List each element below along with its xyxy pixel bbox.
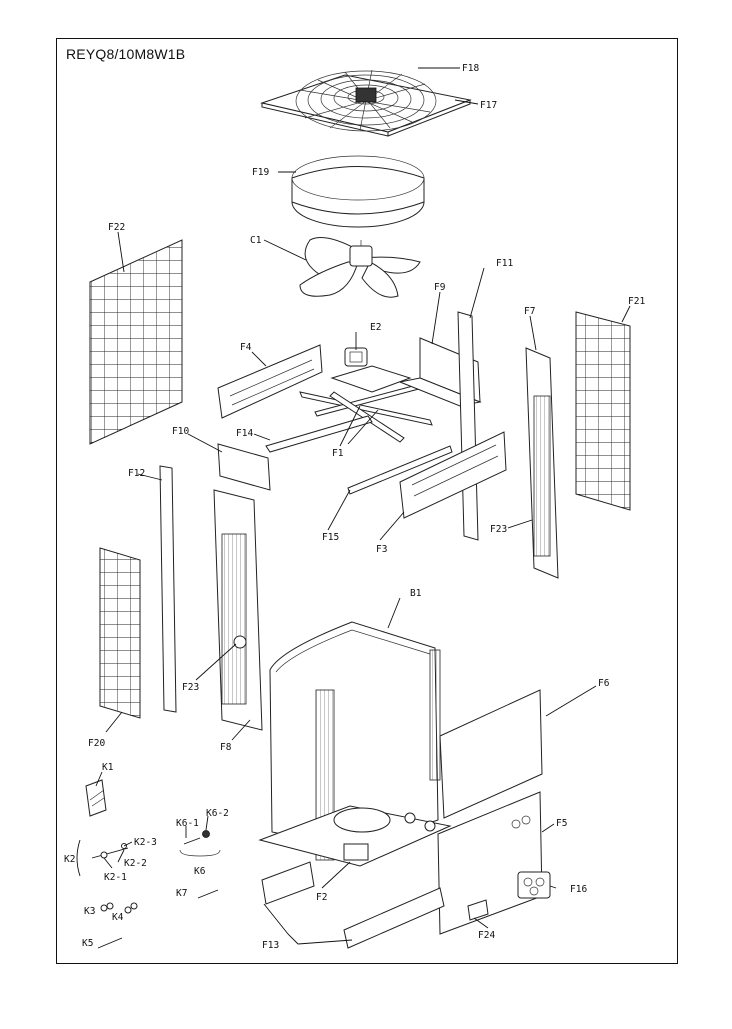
- label-f11: F11: [496, 258, 513, 269]
- label-f12: F12: [128, 468, 145, 479]
- label-k5: K5: [82, 938, 93, 949]
- label-k1: K1: [102, 762, 114, 773]
- label-k2-1: K2-1: [104, 872, 127, 883]
- label-f1: F1: [332, 448, 344, 459]
- pipe-k2: [91, 843, 129, 859]
- label-f17: F17: [480, 100, 497, 111]
- label-f21: F21: [628, 296, 645, 307]
- diagram-border: [56, 38, 678, 964]
- part-labels: F18 F17 F19 C1 F22 F11 F9 E2 F7 F21 F4 F…: [64, 63, 645, 951]
- label-k2-2: K2-2: [124, 858, 147, 869]
- label-f18: F18: [462, 63, 479, 74]
- label-f13: F13: [262, 940, 279, 951]
- label-k3: K3: [84, 906, 95, 917]
- manual-k1: [85, 779, 107, 817]
- front-plate-f8: [213, 489, 263, 731]
- strip-f12: [159, 465, 177, 713]
- wire-guard-f21: [575, 311, 631, 511]
- label-e2: E2: [370, 322, 381, 333]
- side-plate-f7: [525, 347, 559, 579]
- accessory-k5: [97, 937, 123, 949]
- fan-grille-f18: [295, 69, 437, 132]
- post-f11: [457, 311, 479, 541]
- label-f3: F3: [376, 544, 387, 555]
- label-f7: F7: [524, 306, 535, 317]
- label-f10: F10: [172, 426, 189, 437]
- bracket-f14: [265, 415, 373, 453]
- cover-f10: [217, 443, 271, 491]
- side-bracket-f4: [217, 344, 323, 419]
- label-k6-2: K6-2: [206, 808, 229, 819]
- cover-f24: [467, 899, 489, 921]
- label-k7: K7: [176, 888, 187, 899]
- side-plate-f6: [439, 689, 543, 819]
- model-number: REYQ8/10M8W1B: [66, 46, 186, 62]
- side-plate-f3: [399, 431, 507, 519]
- label-f23-right: F23: [490, 524, 507, 535]
- label-f16: F16: [570, 884, 587, 895]
- label-f20: F20: [88, 738, 105, 749]
- wire-guard-f20: [99, 547, 141, 719]
- fan-motor-e2: [330, 347, 412, 393]
- label-f9: F9: [434, 282, 446, 293]
- bottom-frame-f2: [258, 805, 452, 867]
- label-f4: F4: [240, 342, 252, 353]
- accessory-k7: [197, 889, 219, 899]
- fan-shroud-f19: [291, 155, 425, 228]
- label-k6: K6: [194, 866, 206, 877]
- label-f8: F8: [220, 742, 232, 753]
- label-f19: F19: [252, 167, 269, 178]
- label-c1: C1: [250, 235, 262, 246]
- accessory-k6: [179, 830, 221, 857]
- wire-guard-f22: [89, 239, 183, 445]
- label-f23-left: F23: [182, 682, 199, 693]
- label-f2: F2: [316, 892, 327, 903]
- label-k2: K2: [64, 854, 75, 865]
- label-f15: F15: [322, 532, 339, 543]
- top-plate-f17: [260, 74, 472, 137]
- pipe-cover-f16: [517, 871, 551, 899]
- label-k6-1: K6-1: [176, 818, 199, 829]
- label-k2-3: K2-3: [134, 837, 157, 848]
- base-rail-f13: [261, 861, 445, 949]
- label-b1: B1: [410, 588, 422, 599]
- accessory-k3-k4: [100, 902, 138, 914]
- label-f14: F14: [236, 428, 253, 439]
- label-f6: F6: [598, 678, 610, 689]
- label-f22: F22: [108, 222, 125, 233]
- propeller-fan-c1: [299, 237, 421, 298]
- label-f24: F24: [478, 930, 495, 941]
- leader-lines: [76, 67, 631, 945]
- label-f5: F5: [556, 818, 567, 829]
- label-k4: K4: [112, 912, 124, 923]
